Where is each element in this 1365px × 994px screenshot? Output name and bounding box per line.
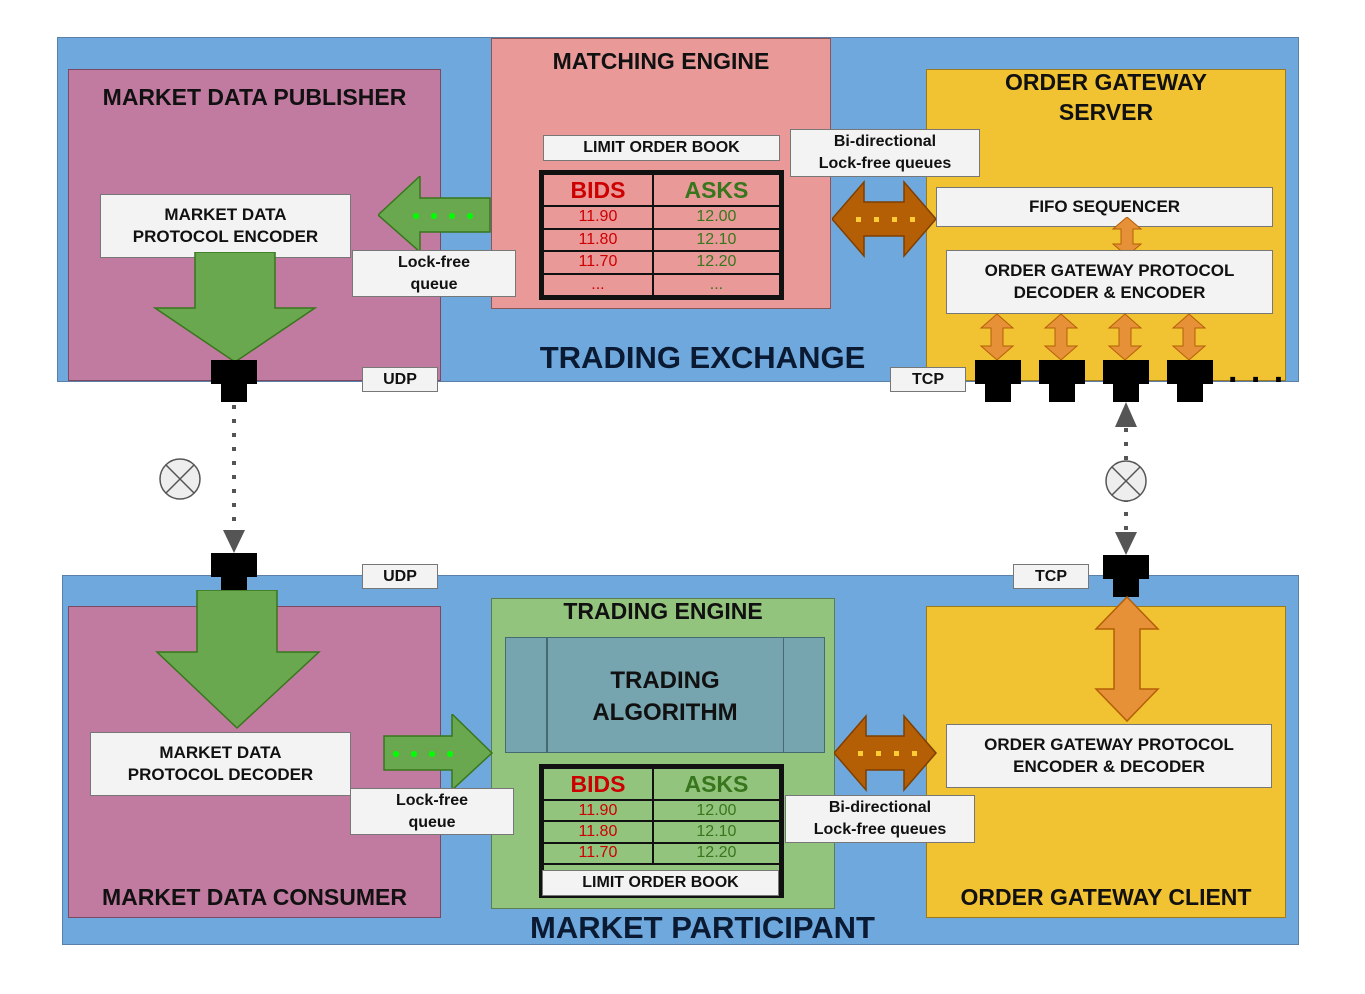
bid-price: ... <box>542 272 654 297</box>
limit-order-book-label-exchange: LIMIT ORDER BOOK <box>543 135 780 161</box>
bidirectional-queue-arrow-participant <box>834 714 937 792</box>
publisher-down-arrow <box>152 252 318 363</box>
network-multiplex-symbol-left <box>159 458 201 500</box>
network-multiplex-symbol-right <box>1105 460 1147 502</box>
matching-engine-title: MATCHING ENGINE <box>552 48 770 74</box>
tcp-label-participant: TCP <box>1013 564 1089 589</box>
udp-port-participant-icon <box>211 553 257 595</box>
bids-header: BIDS <box>542 767 654 801</box>
more-ports-ellipsis: . . . <box>1228 352 1286 390</box>
client-tcp-arrow <box>1094 595 1160 723</box>
ask-price: 12.00 <box>651 798 782 823</box>
trading-algorithm-box: TRADING ALGORITHM <box>505 637 825 753</box>
asks-header: ASKS <box>651 173 782 207</box>
lock-free-queue-label-participant: Lock-free queue <box>350 788 514 835</box>
bid-price: 11.70 <box>542 250 654 275</box>
limit-order-book-label-participant: LIMIT ORDER BOOK <box>542 870 779 896</box>
consumer-down-arrow <box>155 590 321 730</box>
market-participant-title: MARKET PARTICIPANT <box>530 910 875 945</box>
order-gateway-server-title: ORDER GATEWAY SERVER <box>1005 69 1207 125</box>
trading-algorithm-label: TRADING ALGORITHM <box>592 667 738 726</box>
lock-free-queue-arrow-participant <box>383 714 494 792</box>
ask-price: ... <box>651 272 782 297</box>
ask-price: 12.20 <box>651 250 782 275</box>
market-data-consumer-title: MARKET DATA CONSUMER <box>102 884 407 910</box>
ask-price: 12.20 <box>651 841 782 866</box>
gateway-port-arrows <box>979 313 1207 361</box>
lock-free-queue-arrow-exchange <box>378 176 491 254</box>
lock-free-queue-label-exchange: Lock-free queue <box>352 250 516 297</box>
asks-header: ASKS <box>651 767 782 801</box>
market-data-protocol-decoder: MARKET DATA PROTOCOL DECODER <box>90 732 351 796</box>
trading-engine-title: TRADING ENGINE <box>563 598 763 624</box>
bidirectional-queue-arrow-exchange <box>832 180 937 258</box>
ask-price: 12.10 <box>651 820 782 844</box>
order-gateway-client-title: ORDER GATEWAY CLIENT <box>960 884 1252 910</box>
bid-price: 11.90 <box>542 798 654 823</box>
bidirectional-queue-label-participant: Bi-directional Lock-free queues <box>785 795 975 843</box>
tcp-server-ports-icon <box>975 360 1213 402</box>
tcp-label-exchange: TCP <box>890 367 966 392</box>
market-data-protocol-encoder: MARKET DATA PROTOCOL ENCODER <box>100 194 351 258</box>
order-gateway-protocol-decoder-encoder: ORDER GATEWAY PROTOCOL DECODER & ENCODER <box>946 250 1273 314</box>
bid-price: 11.70 <box>542 841 654 866</box>
udp-label-participant: UDP <box>362 564 438 589</box>
bid-price: 11.80 <box>542 820 654 844</box>
bids-header: BIDS <box>542 173 654 207</box>
udp-label-exchange: UDP <box>362 367 438 392</box>
tcp-port-participant-icon <box>1103 555 1149 597</box>
market-data-publisher-title: MARKET DATA PUBLISHER <box>102 84 407 110</box>
trading-exchange-title: TRADING EXCHANGE <box>539 340 866 375</box>
fifo-sequencer: FIFO SEQUENCER <box>936 187 1273 227</box>
udp-port-exchange-icon <box>211 360 257 402</box>
order-gateway-protocol-encoder-decoder: ORDER GATEWAY PROTOCOL ENCODER & DECODER <box>946 724 1272 788</box>
bidirectional-queue-label-exchange: Bi-directional Lock-free queues <box>790 129 980 177</box>
